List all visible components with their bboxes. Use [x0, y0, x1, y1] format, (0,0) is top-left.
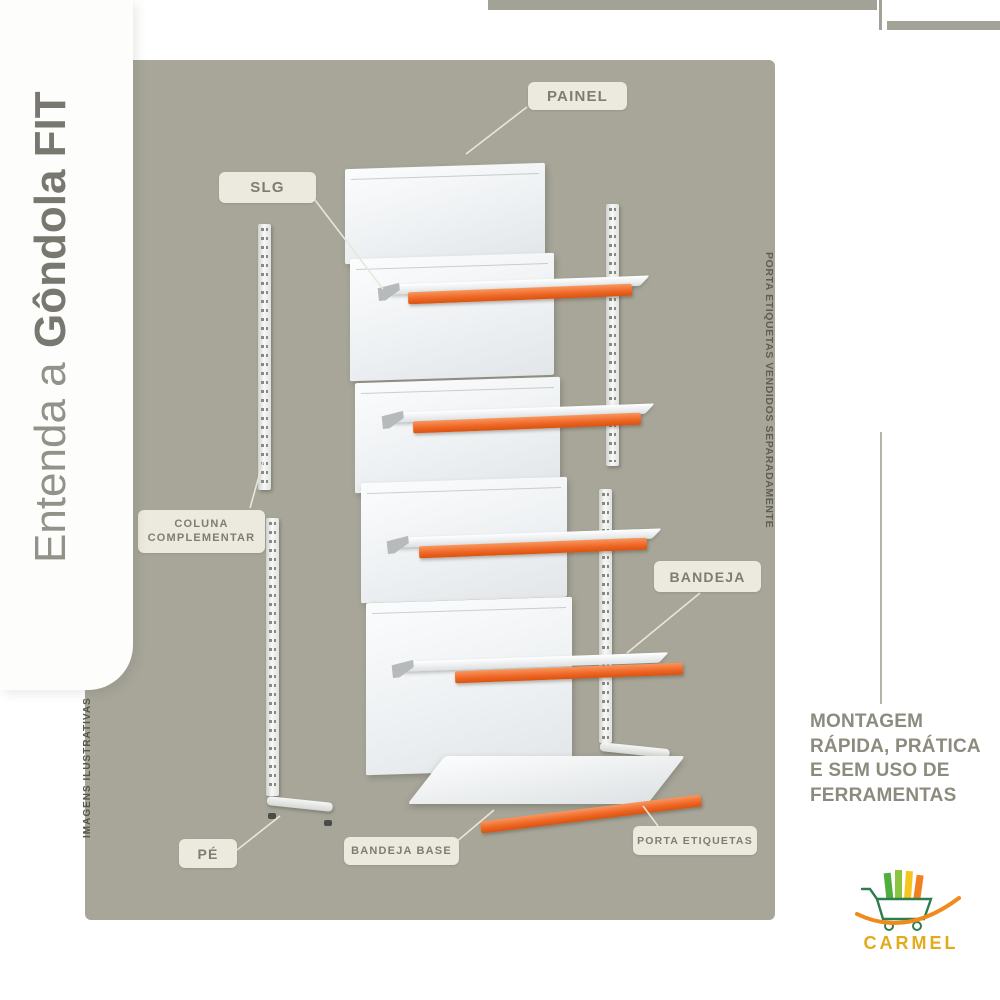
sold-separately-note: PORTA ETIQUETAS VENDIDOS SEPARADAMENTE [763, 252, 775, 529]
benefit-line: FERRAMENTAS [810, 785, 957, 807]
title-regular: Entenda a [26, 362, 75, 563]
label-slg: SLG [219, 172, 316, 203]
label-pe: PÉ [179, 839, 237, 868]
page-title: Entenda a Gôndola FIT [26, 38, 106, 616]
back-panel [345, 162, 545, 265]
column-left-upper [258, 224, 271, 490]
column-right-upper [606, 204, 619, 466]
column-right-lower [599, 489, 612, 743]
benefit-line: RÁPIDA, PRÁTICA [810, 735, 981, 757]
base-tray [407, 756, 685, 804]
foot-pad [324, 820, 332, 826]
shopping-cart-icon [855, 870, 961, 931]
brand-logo: CARMEL [845, 868, 977, 954]
back-panel [355, 376, 560, 494]
foot-pad [268, 813, 276, 819]
back-panel [366, 596, 572, 776]
benefit-text: MONTAGEM RÁPIDA, PRÁTICA E SEM USO DE FE… [810, 710, 1000, 809]
right-decoration-line [880, 432, 882, 704]
benefit-line: MONTAGEM [810, 711, 924, 732]
title-bold: Gôndola FIT [26, 91, 75, 349]
top-decoration-line [879, 0, 882, 30]
label-bandeja: BANDEJA [654, 561, 761, 592]
top-decoration-bar [488, 0, 877, 10]
left-panel-shape [0, 0, 133, 690]
benefit-line: E SEM USO DE [810, 760, 950, 782]
label-porta-etiquetas: PORTA ETIQUETAS [633, 826, 757, 855]
label-painel: PAINEL [528, 82, 627, 110]
label-bandeja-base: BANDEJA BASE [344, 837, 459, 865]
illustrative-images-note: IMAGENS ILUSTRATIVAS [82, 697, 93, 838]
back-panel [350, 252, 554, 382]
label-coluna-complementar: COLUNA COMPLEMENTAR [138, 510, 265, 553]
column-left-lower [266, 518, 279, 796]
brand-name: CARMEL [863, 933, 959, 953]
top-right-decoration-bar [887, 21, 1000, 30]
